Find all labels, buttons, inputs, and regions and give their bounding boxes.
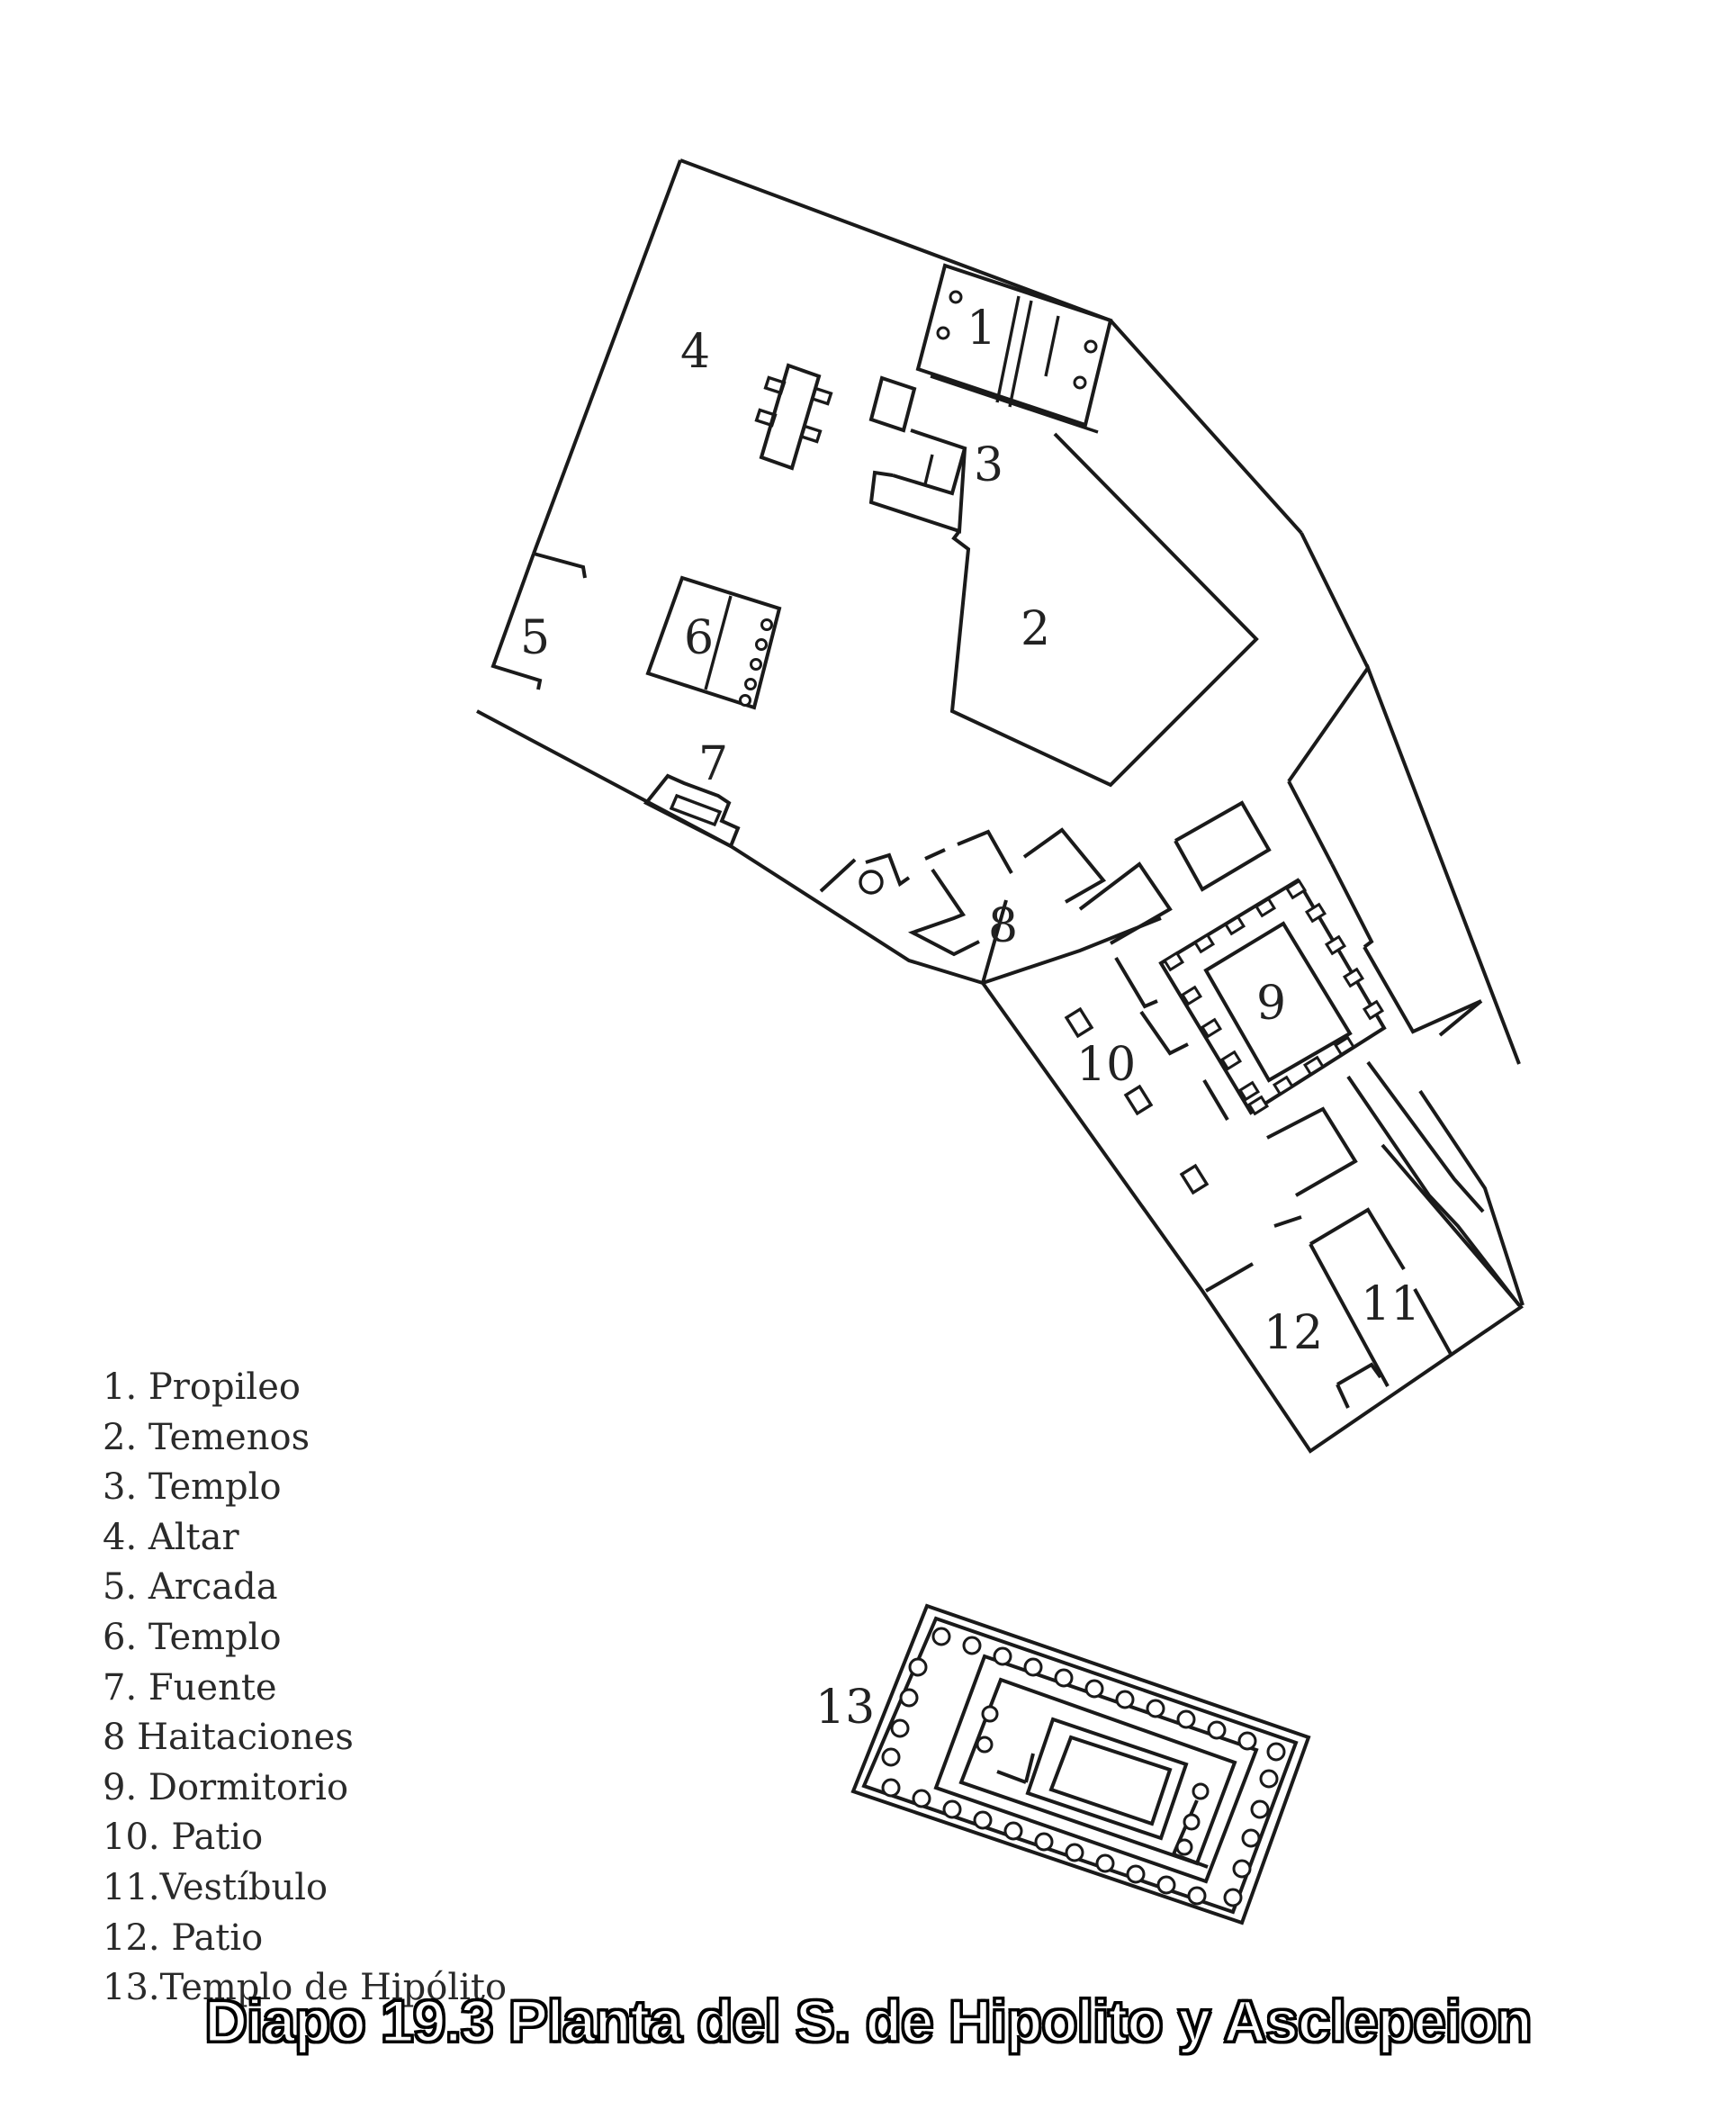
plan-numbers: 1 2 3 4 5 6 7 8 9 10 11 12 13 <box>520 302 1420 1735</box>
temple-columns <box>881 1627 1286 1907</box>
label-temple-six: 6 <box>684 611 714 665</box>
small-temple <box>868 375 967 534</box>
label-fountain: 7 <box>698 737 728 791</box>
arcade <box>490 552 587 690</box>
label-temple-hippolytus: 13 <box>815 1681 875 1735</box>
propylon <box>915 263 1113 434</box>
altar <box>754 363 833 471</box>
label-patio-twelve: 12 <box>1264 1306 1323 1360</box>
legend-item: 2. Temenos <box>103 1416 310 1458</box>
legend-item: 6. Templo <box>103 1616 282 1658</box>
label-small-temple: 3 <box>974 438 1003 492</box>
label-arcade: 5 <box>520 611 550 665</box>
asclepeion-block <box>981 532 1525 1454</box>
label-temenos: 2 <box>1021 602 1050 656</box>
temple-six <box>645 575 782 710</box>
legend-item: 10. Patio <box>103 1817 264 1859</box>
legend-item: 11.Vestíbulo <box>103 1866 328 1908</box>
label-dormitory: 9 <box>1256 977 1286 1031</box>
legend-item: 7. Fuente <box>103 1666 277 1709</box>
legend-item: 5. Arcada <box>103 1566 278 1609</box>
label-propylon: 1 <box>967 302 996 356</box>
legend: 1. Propileo 2. Temenos 3. Templo 4. Alta… <box>103 1363 607 2014</box>
legend-item: 8 Haitaciones <box>103 1717 354 1759</box>
legend-item: 4. Altar <box>103 1516 239 1558</box>
sanctuary-enclosure <box>476 158 1303 985</box>
fountain <box>643 773 741 849</box>
temenos <box>949 432 1259 788</box>
label-vestibule: 11 <box>1361 1277 1420 1331</box>
legend-item: 3. Templo <box>103 1466 282 1509</box>
legend-item: 1. Propileo <box>103 1366 301 1408</box>
label-altar: 4 <box>680 325 710 379</box>
label-rooms: 8 <box>988 899 1018 953</box>
rooms-eight <box>819 827 1173 984</box>
temple-of-hippolytus <box>850 1603 1311 1925</box>
slide-caption: Diapo 19.3 Planta del S. de Hipolito y A… <box>203 1987 1534 2056</box>
label-patio-ten: 10 <box>1076 1038 1136 1092</box>
legend-item: 12. Patio <box>103 1916 264 1959</box>
legend-item: 13.Templo de Hipólito <box>103 1967 508 2009</box>
legend-item: 9. Dormitorio <box>103 1766 349 1808</box>
